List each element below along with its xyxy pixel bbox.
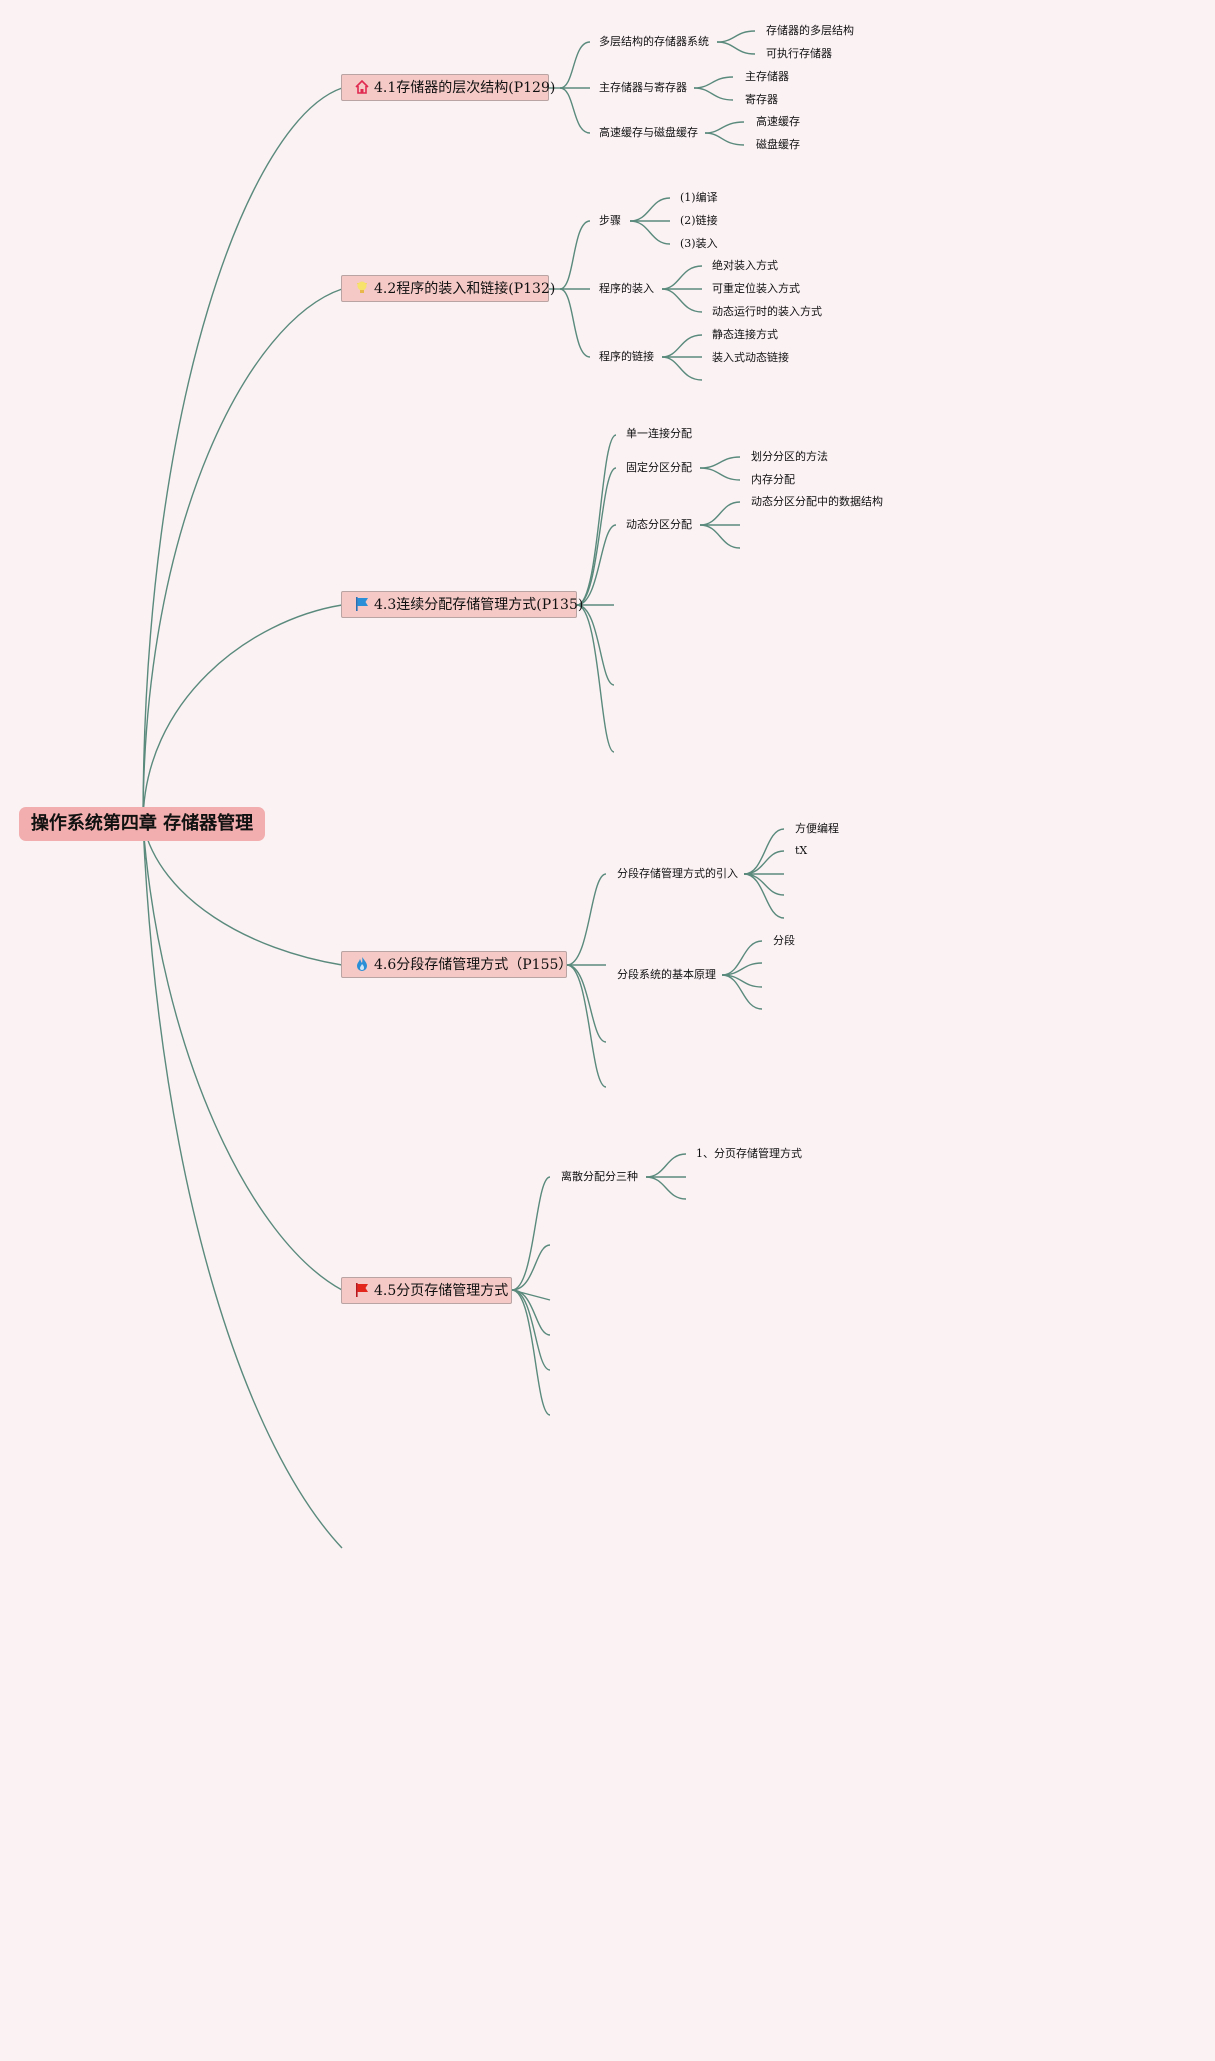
leaf-node[interactable]: 可重定位装入方式 xyxy=(712,282,800,295)
house-icon xyxy=(354,78,370,94)
subtopic-program-linking[interactable]: 程序的链接 xyxy=(599,350,654,363)
subtopic-segmentation-principle[interactable]: 分段系统的基本原理 xyxy=(617,968,716,981)
leaf-node[interactable]: (1)编译 xyxy=(680,191,718,204)
topic-loading-linking[interactable]: 4.2程序的装入和链接(P132) xyxy=(341,275,555,302)
link-root-t1 xyxy=(142,87,343,825)
leaf-node[interactable]: tX xyxy=(795,844,808,857)
leaf-node[interactable]: 1、分页存储管理方式 xyxy=(696,1147,802,1160)
leaf-node[interactable]: 动态运行时的装入方式 xyxy=(712,305,822,318)
leaf-node[interactable]: 可执行存储器 xyxy=(766,47,832,60)
link-root-t2 xyxy=(142,288,343,825)
leaf-node[interactable]: (2)链接 xyxy=(680,214,718,227)
leaf-node[interactable]: 划分分区的方法 xyxy=(751,450,828,463)
lightbulb-icon xyxy=(354,279,370,295)
subtopic-single-contiguous[interactable]: 单一连接分配 xyxy=(626,427,692,440)
subtopic-multilevel-memory[interactable]: 多层结构的存储器系统 xyxy=(599,35,709,48)
topic-label: 4.3连续分配存储管理方式(P135) xyxy=(374,597,584,613)
subtopic-discrete-allocation[interactable]: 离散分配分三种 xyxy=(561,1170,638,1183)
topic-label: 4.2程序的装入和链接(P132) xyxy=(374,281,556,297)
leaf-node[interactable]: 动态分区分配中的数据结构 xyxy=(751,495,883,508)
leaf-node[interactable]: 绝对装入方式 xyxy=(712,259,778,272)
leaf-node[interactable]: 静态连接方式 xyxy=(712,328,778,341)
red-flag-icon xyxy=(354,1281,370,1297)
subtopic-dynamic-partition[interactable]: 动态分区分配 xyxy=(626,518,692,531)
subtopic-program-loading[interactable]: 程序的装入 xyxy=(599,282,654,295)
topic-contiguous-allocation[interactable]: 4.3连续分配存储管理方式(P135) xyxy=(341,591,583,618)
leaf-node[interactable]: (3)装入 xyxy=(680,237,718,250)
subtopic-segmentation-intro[interactable]: 分段存储管理方式的引入 xyxy=(617,867,738,880)
root-topic[interactable]: 操作系统第四章 存储器管理 xyxy=(19,807,265,841)
subtopic-main-memory-registers[interactable]: 主存储器与寄存器 xyxy=(599,81,687,94)
link-root-t3 xyxy=(142,604,343,825)
link-root-t5 xyxy=(142,823,343,1291)
topic-label: 4.6分段存储管理方式（P155） xyxy=(374,957,573,973)
link-root-t4 xyxy=(142,823,343,966)
leaf-node[interactable]: 主存储器 xyxy=(745,70,789,83)
connector-lines xyxy=(142,30,785,1549)
leaf-node[interactable]: 方便编程 xyxy=(795,822,839,835)
subtopic-fixed-partition[interactable]: 固定分区分配 xyxy=(626,461,692,474)
leaf-node[interactable]: 寄存器 xyxy=(745,93,778,106)
leaf-node[interactable]: 分段 xyxy=(773,934,795,947)
topic-memory-hierarchy[interactable]: 4.1存储器的层次结构(P129) xyxy=(341,74,555,101)
flame-icon xyxy=(354,955,370,971)
topic-label: 4.5分页存储管理方式 xyxy=(374,1283,509,1299)
leaf-node[interactable]: 装入式动态链接 xyxy=(712,351,789,364)
leaf-node[interactable]: 高速缓存 xyxy=(756,115,800,128)
topic-label: 4.1存储器的层次结构(P129) xyxy=(374,80,556,96)
leaf-node[interactable]: 存储器的多层结构 xyxy=(766,24,854,37)
subtopic-steps[interactable]: 步骤 xyxy=(599,214,621,227)
topic-paging[interactable]: 4.5分页存储管理方式 xyxy=(341,1277,512,1304)
topic-segmentation[interactable]: 4.6分段存储管理方式（P155） xyxy=(341,951,572,978)
link-root-extra xyxy=(142,823,343,1549)
leaf-node[interactable]: 内存分配 xyxy=(751,473,795,486)
blue-flag-icon xyxy=(354,595,370,611)
leaf-node[interactable]: 磁盘缓存 xyxy=(756,138,800,151)
subtopic-cache[interactable]: 高速缓存与磁盘缓存 xyxy=(599,126,698,139)
